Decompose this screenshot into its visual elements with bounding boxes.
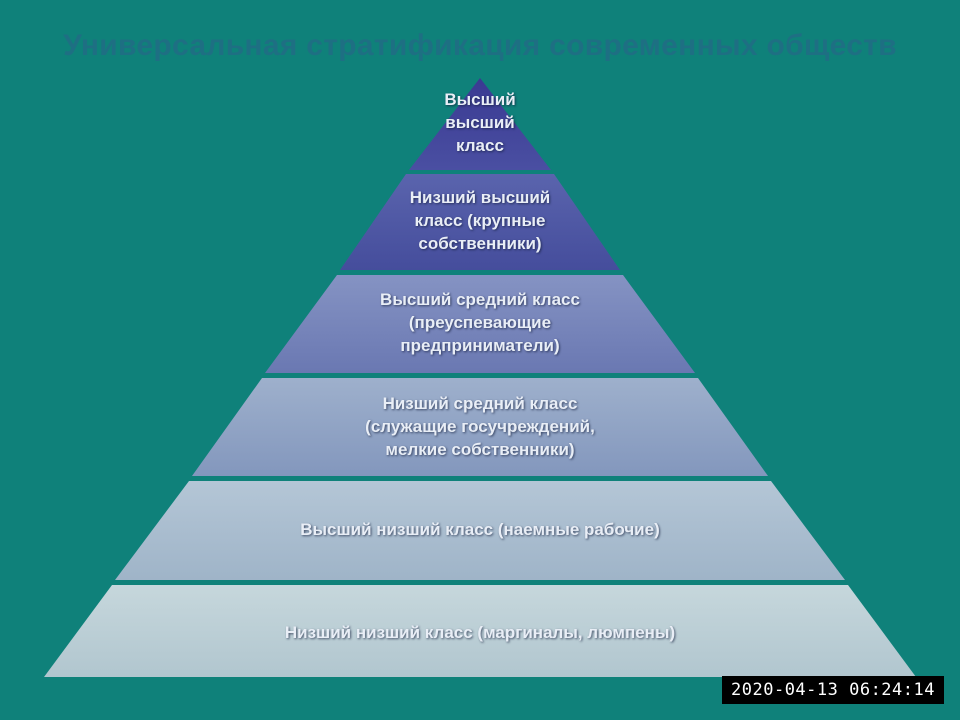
tier-2-label: Низший высший класс (крупные собственник…	[409, 188, 551, 253]
slide-title: Универсальная стратификация современных …	[63, 29, 897, 62]
tier-3-shape	[265, 275, 695, 373]
tier-3-label: Высший средний класс (преуспевающие пред…	[380, 290, 580, 355]
tier-4-shape	[192, 378, 768, 476]
tier-6-label: Низший низший класс (маргиналы, люмпены)	[284, 623, 676, 642]
tier-5-shape	[115, 481, 845, 580]
tier-1-shape	[409, 78, 551, 170]
tier-2-shape	[340, 174, 620, 270]
tier-1-label: Высший высший класс	[444, 90, 516, 155]
tier-4-label: Низший средний класс (служащие госучрежд…	[365, 394, 595, 459]
tier-6-shape	[44, 585, 916, 677]
timestamp-overlay: 2020-04-13 06:24:14	[722, 676, 944, 704]
tier-5-label: Высший низший класс (наемные рабочие)	[300, 520, 660, 539]
